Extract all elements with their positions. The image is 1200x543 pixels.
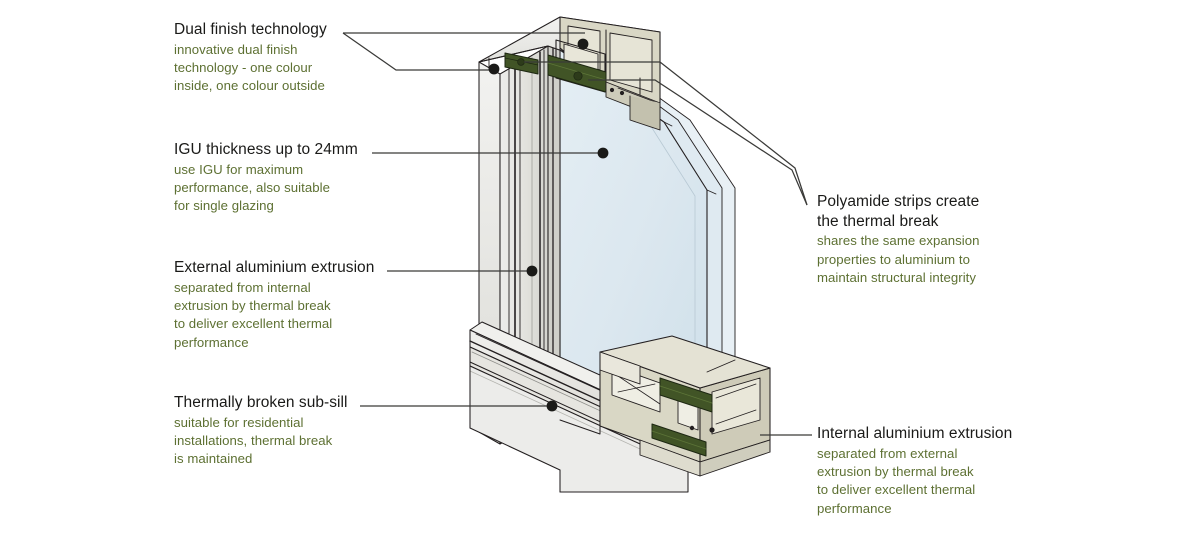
head-section-cutaway	[478, 16, 661, 131]
leader-polyamide-upper	[524, 61, 808, 206]
callout-title: Thermally broken sub-sill	[174, 394, 348, 411]
callout-body: shares the same expansion properties to …	[817, 233, 980, 285]
callout-igu-thickness: IGU thickness up to 24mm use IGU for max…	[174, 140, 409, 216]
dot-dual-finish-head	[577, 38, 589, 50]
frame-geometry	[469, 16, 771, 493]
callout-dual-finish-technology: Dual finish technology innovative dual f…	[174, 20, 389, 96]
callout-polyamide-strips: Polyamide strips create the thermal brea…	[817, 192, 1042, 287]
callout-title: Dual finish technology	[174, 21, 327, 38]
callout-body: suitable for residential installations, …	[174, 414, 333, 467]
callout-external-aluminium-extrusion: External aluminium extrusion separated f…	[174, 258, 414, 352]
leader-endpoints	[488, 38, 609, 412]
callout-body: use IGU for maximum performance, also su…	[174, 161, 330, 214]
callout-title: Polyamide strips create the thermal brea…	[817, 193, 980, 230]
callout-thermally-broken-sub-sill: Thermally broken sub-sill suitable for r…	[174, 393, 409, 469]
callout-body: separated from internal extrusion by the…	[174, 279, 333, 350]
dot-sub-sill	[546, 400, 558, 412]
callout-title: External aluminium extrusion	[174, 259, 375, 276]
callout-title: Internal aluminium extrusion	[817, 425, 1013, 442]
glazing-unit	[559, 49, 736, 421]
callout-internal-aluminium-extrusion: Internal aluminium extrusion separated f…	[817, 424, 1047, 518]
sill-section-cutaway	[599, 335, 771, 477]
dot-dual-finish	[488, 63, 500, 75]
leader-polyamide-lower	[588, 79, 808, 206]
callout-body: separated from external extrusion by the…	[817, 445, 976, 516]
leader-lines	[342, 32, 812, 436]
dot-external-extrusion	[526, 265, 538, 277]
callout-title: IGU thickness up to 24mm	[174, 141, 358, 158]
dot-igu	[597, 147, 609, 159]
leader-dual-finish-lower	[342, 32, 492, 71]
callout-body: innovative dual finish technology - one …	[174, 41, 325, 94]
